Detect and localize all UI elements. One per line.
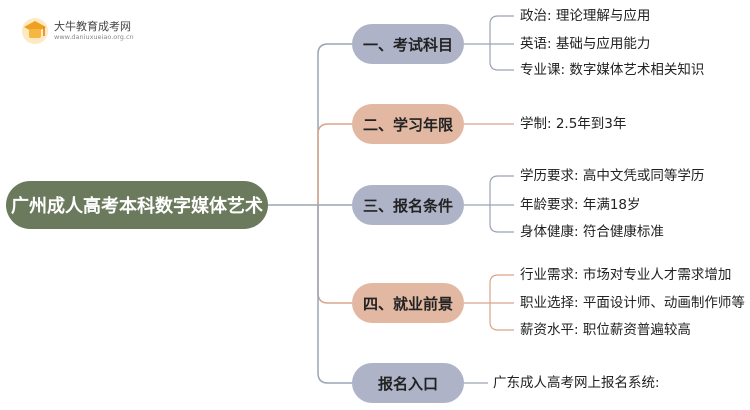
leaf-education-req: 学历要求: 高中文凭或同等学历: [520, 168, 705, 184]
leaf-connector: [489, 44, 514, 71]
leaf-industry-demand: 行业需求: 市场对专业人才需求增加: [520, 267, 732, 283]
connector-branch-4: [317, 205, 352, 304]
leaf-age-req: 年龄要求: 年满18岁: [520, 197, 641, 213]
leaf-health-req: 身体健康: 符合健康标准: [520, 224, 664, 240]
leaf-major-course: 专业课: 数字媒体艺术相关知识: [520, 62, 705, 78]
leaf-registration-system: 广东成人高考网上报名系统:: [493, 375, 660, 391]
branch-exam-subjects: 一、考试科目: [352, 24, 464, 64]
leaf-duration: 学制: 2.5年到3年: [520, 116, 627, 132]
leaf-salary-level: 薪资水平: 职位薪资普遍较高: [520, 322, 691, 338]
branch-study-duration: 二、学习年限: [352, 104, 464, 144]
logo-name: 大牛教育成考网: [54, 20, 131, 33]
leaf-connector: [489, 175, 514, 205]
leaf-connector: [489, 303, 514, 331]
leaf-career-choice: 职业选择: 平面设计师、动画制作师等: [520, 295, 745, 311]
connector-branch-1: [317, 43, 352, 205]
site-logo: 大牛教育成考网 www.daniuxueiao.org.cn: [18, 14, 138, 48]
root-node: 广州成人高考本科数字媒体艺术: [6, 181, 268, 229]
branch-career-prospects: 四、就业前景: [352, 283, 464, 323]
leaf-politics: 政治: 理论理解与应用: [520, 8, 651, 24]
graduation-cap-icon: [22, 18, 48, 44]
branch-application-requirements: 三、报名条件: [352, 185, 464, 225]
logo-url: www.daniuxueiao.org.cn: [54, 33, 134, 41]
leaf-connector: [489, 274, 514, 303]
leaf-connector: [489, 15, 514, 44]
leaf-english: 英语: 基础与应用能力: [520, 36, 651, 52]
branch-registration-entry: 报名入口: [352, 363, 464, 403]
leaf-connector: [489, 205, 514, 233]
connector-branch-5: [317, 205, 352, 384]
connector-branch-2: [317, 123, 352, 205]
